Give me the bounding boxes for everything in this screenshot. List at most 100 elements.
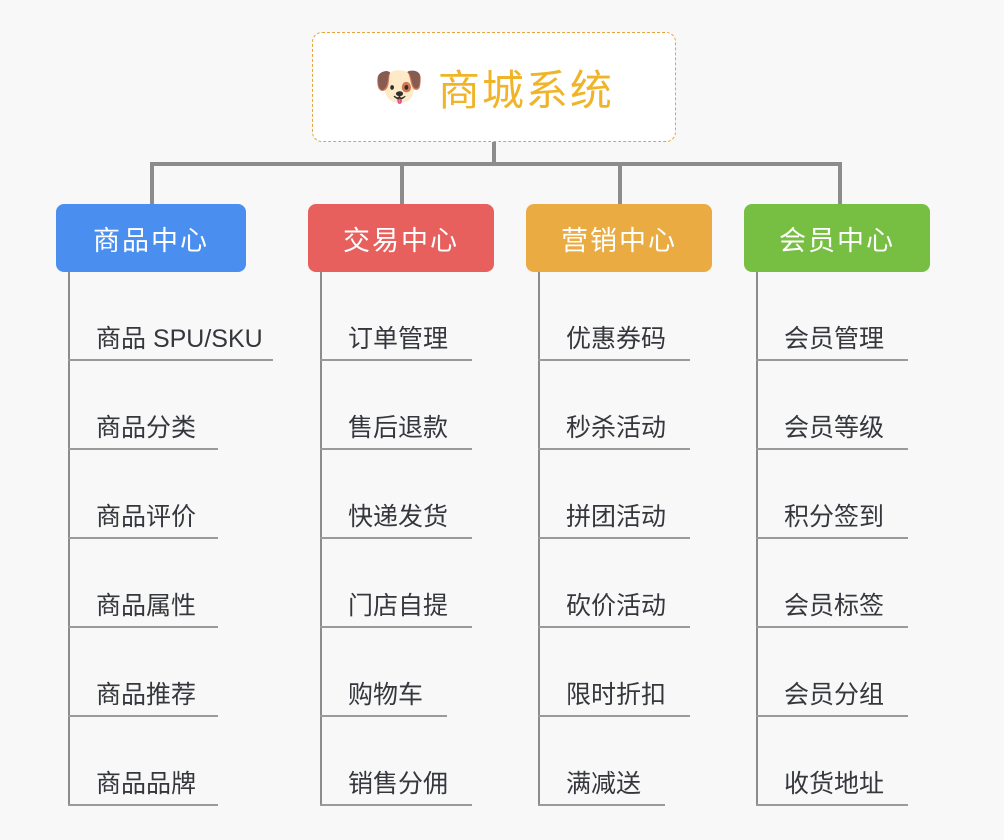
leaf-underline — [68, 448, 218, 450]
leaf-underline — [538, 626, 690, 628]
leaf-item-label: 商品推荐 — [96, 681, 197, 709]
leaf-item-label: 积分签到 — [784, 503, 885, 531]
leaf-underline — [320, 804, 472, 806]
leaf-item-label: 砍价活动 — [566, 592, 667, 620]
leaf-spine — [68, 272, 70, 806]
root-node-label: 商城系统 — [437, 66, 614, 114]
leaf-underline — [68, 804, 218, 806]
leaf-item[interactable]: 满减送 — [526, 717, 776, 806]
leaf-item[interactable]: 售后退款 — [308, 361, 558, 450]
leaf-underline — [320, 537, 472, 539]
leaf-spine — [756, 272, 758, 806]
leaf-underline — [320, 359, 472, 361]
leaf-item-label: 商品品牌 — [96, 770, 197, 798]
branch-header-label: 交易中心 — [343, 225, 459, 256]
leaf-item[interactable]: 秒杀活动 — [526, 361, 776, 450]
leaf-item[interactable]: 商品属性 — [56, 539, 336, 628]
leaf-spine — [538, 272, 540, 806]
leaf-item[interactable]: 商品推荐 — [56, 628, 336, 717]
branch-header-marketing-center[interactable]: 营销中心 — [526, 204, 712, 272]
leaf-item-label: 会员管理 — [784, 325, 885, 353]
leaf-item-label: 收货地址 — [784, 770, 885, 798]
leaf-item[interactable]: 收货地址 — [744, 717, 994, 806]
connector-drop-marketing-center — [618, 162, 622, 206]
leaf-underline — [538, 448, 690, 450]
leaf-item-label: 购物车 — [348, 681, 424, 709]
leaf-underline — [320, 715, 447, 717]
connector-horizontal-bus — [150, 162, 842, 166]
leaf-item-label: 销售分佣 — [348, 770, 449, 798]
leaf-item[interactable]: 商品分类 — [56, 361, 336, 450]
connector-drop-product-center — [150, 162, 154, 206]
branch-header-trade-center[interactable]: 交易中心 — [308, 204, 494, 272]
branch-header-label: 营销中心 — [561, 225, 677, 256]
connector-root-stem — [492, 142, 496, 164]
leaf-list-trade-center: 订单管理 售后退款 快递发货 门店自提 购物车 销售分佣 — [308, 272, 558, 806]
branch-trade-center: 交易中心 订单管理 售后退款 快递发货 门店自提 购物车 — [308, 204, 558, 806]
leaf-item-label: 满减送 — [566, 770, 642, 798]
leaf-item[interactable]: 商品品牌 — [56, 717, 336, 806]
leaf-underline — [68, 537, 218, 539]
leaf-item-label: 拼团活动 — [566, 503, 667, 531]
leaf-underline — [756, 448, 908, 450]
leaf-item[interactable]: 购物车 — [308, 628, 558, 717]
leaf-item[interactable]: 砍价活动 — [526, 539, 776, 628]
branch-marketing-center: 营销中心 优惠券码 秒杀活动 拼团活动 砍价活动 限时折扣 — [526, 204, 776, 806]
leaf-item[interactable]: 商品 SPU/SKU — [56, 272, 336, 361]
leaf-item[interactable]: 会员标签 — [744, 539, 994, 628]
leaf-underline — [756, 804, 908, 806]
leaf-underline — [320, 626, 472, 628]
leaf-list-marketing-center: 优惠券码 秒杀活动 拼团活动 砍价活动 限时折扣 满减送 — [526, 272, 776, 806]
shiba-dog-face-icon: 🐶 — [374, 65, 424, 109]
leaf-item-label: 会员标签 — [784, 592, 885, 620]
leaf-underline — [756, 359, 908, 361]
branch-header-label: 商品中心 — [93, 225, 209, 256]
leaf-item[interactable]: 商品评价 — [56, 450, 336, 539]
leaf-underline — [538, 715, 690, 717]
leaf-underline — [756, 537, 908, 539]
leaf-item[interactable]: 订单管理 — [308, 272, 558, 361]
leaf-item-label: 会员等级 — [784, 414, 885, 442]
leaf-item-label: 商品属性 — [96, 592, 197, 620]
leaf-item[interactable]: 门店自提 — [308, 539, 558, 628]
leaf-underline — [68, 626, 218, 628]
leaf-underline — [538, 804, 665, 806]
leaf-item-label: 优惠券码 — [566, 325, 667, 353]
leaf-item[interactable]: 会员分组 — [744, 628, 994, 717]
leaf-item[interactable]: 拼团活动 — [526, 450, 776, 539]
branch-header-member-center[interactable]: 会员中心 — [744, 204, 930, 272]
leaf-list-member-center: 会员管理 会员等级 积分签到 会员标签 会员分组 收货地址 — [744, 272, 994, 806]
leaf-underline — [68, 359, 273, 361]
leaf-item[interactable]: 限时折扣 — [526, 628, 776, 717]
branch-header-product-center[interactable]: 商品中心 — [56, 204, 246, 272]
leaf-item[interactable]: 优惠券码 — [526, 272, 776, 361]
connector-drop-member-center — [838, 162, 842, 206]
leaf-item-label: 限时折扣 — [566, 681, 667, 709]
leaf-item-label: 秒杀活动 — [566, 414, 667, 442]
leaf-item-label: 门店自提 — [348, 592, 449, 620]
leaf-item-label: 订单管理 — [348, 325, 449, 353]
leaf-item-label: 会员分组 — [784, 681, 885, 709]
leaf-item[interactable]: 快递发货 — [308, 450, 558, 539]
branch-header-label: 会员中心 — [779, 225, 895, 256]
leaf-underline — [320, 448, 472, 450]
connector-drop-trade-center — [400, 162, 404, 206]
leaf-item-label: 商品分类 — [96, 414, 197, 442]
leaf-underline — [538, 537, 690, 539]
leaf-item-label: 快递发货 — [348, 503, 449, 531]
branch-product-center: 商品中心 商品 SPU/SKU 商品分类 商品评价 商品属性 商品推荐 — [56, 204, 336, 806]
leaf-item-label: 商品评价 — [96, 503, 197, 531]
branch-member-center: 会员中心 会员管理 会员等级 积分签到 会员标签 会员分组 — [744, 204, 994, 806]
leaf-item-label: 商品 SPU/SKU — [96, 325, 263, 353]
leaf-list-product-center: 商品 SPU/SKU 商品分类 商品评价 商品属性 商品推荐 商品品牌 — [56, 272, 336, 806]
leaf-item-label: 售后退款 — [348, 414, 449, 442]
root-node-shop-system[interactable]: 🐶 商城系统 — [312, 32, 676, 142]
leaf-item[interactable]: 销售分佣 — [308, 717, 558, 806]
leaf-underline — [756, 626, 908, 628]
leaf-item[interactable]: 会员管理 — [744, 272, 994, 361]
leaf-item[interactable]: 积分签到 — [744, 450, 994, 539]
leaf-item[interactable]: 会员等级 — [744, 361, 994, 450]
leaf-underline — [68, 715, 218, 717]
leaf-spine — [320, 272, 322, 806]
